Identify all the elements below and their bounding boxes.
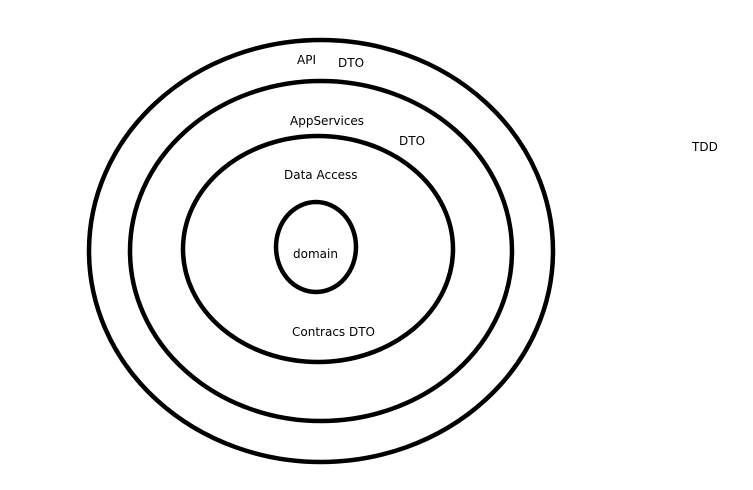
dto-outer-annotation: DTO bbox=[338, 56, 364, 70]
api-layer-label: API bbox=[297, 53, 316, 67]
domain-core-label: domain bbox=[293, 247, 338, 261]
data-access-layer-ring bbox=[180, 133, 456, 365]
domain-core-ring bbox=[273, 199, 359, 295]
dto-middle-annotation: DTO bbox=[399, 134, 425, 148]
appservices-layer-label: AppServices bbox=[290, 114, 364, 128]
contracts-dto-annotation: Contracs DTO bbox=[292, 325, 375, 339]
appservices-layer-ring bbox=[127, 78, 515, 424]
tdd-annotation: TDD bbox=[691, 140, 718, 154]
data-access-layer-label: Data Access bbox=[284, 168, 358, 182]
api-layer-ring bbox=[86, 37, 556, 465]
